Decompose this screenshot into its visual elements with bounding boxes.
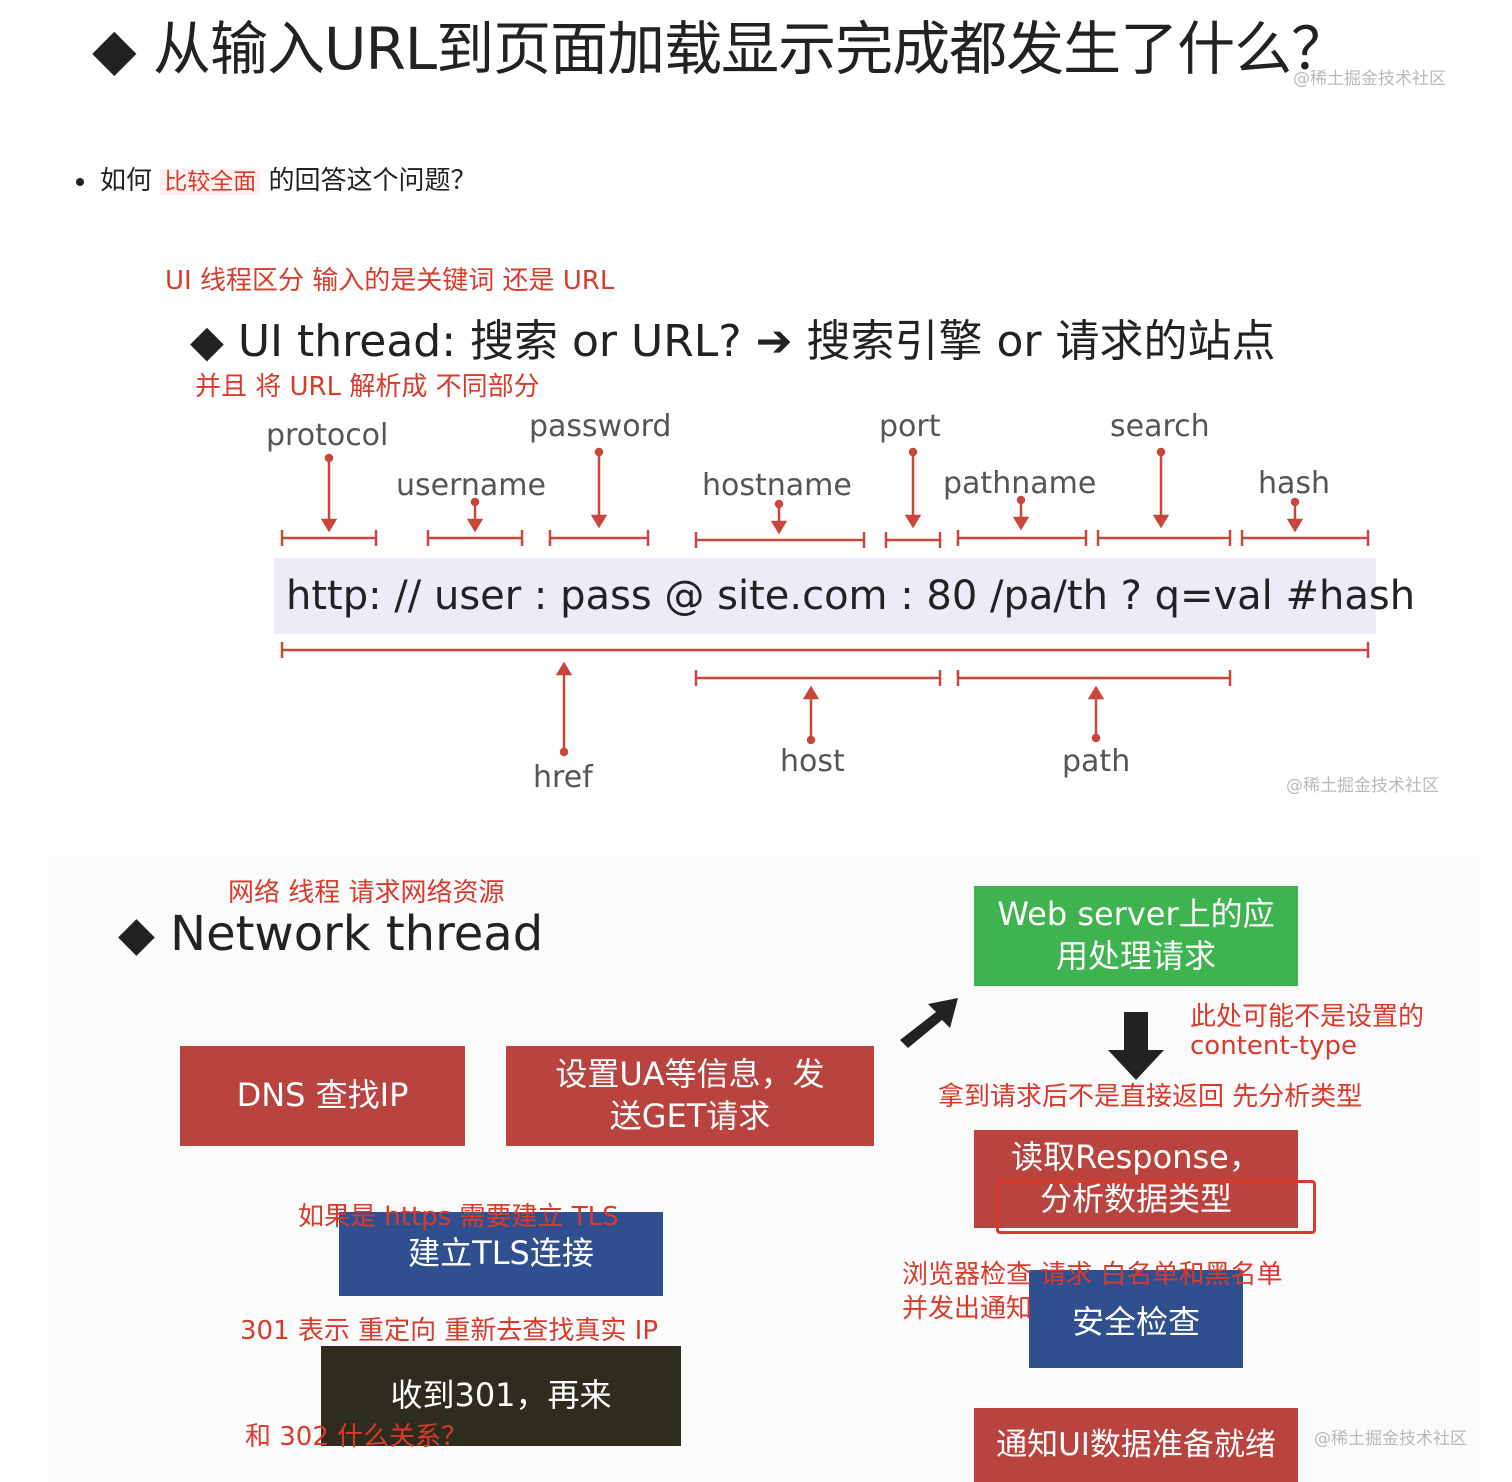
label-search: search [1110,409,1210,444]
question-bullet: 如何 比较全面 的回答这个问题？ [76,160,477,197]
url-example: http: // user : pass @ site.com : 80 /pa… [274,558,1415,634]
browser-check-note-1: 浏览器检查 请求 白名单和黑名单 [902,1260,1283,1290]
security-check-box: 安全检查 [1029,1270,1243,1368]
label-href: href [533,760,593,795]
send-get-line1: 设置UA等信息，发 [555,1055,825,1094]
bullet-dot [76,177,84,186]
watermark-bottom: @稀土掘金技术社区 [1314,1429,1467,1449]
label-path: path [1062,744,1131,779]
watermark-ui: @稀土掘金技术社区 [1286,776,1439,796]
watermark-top: @稀土掘金技术社区 [1293,69,1446,89]
network-note-top: 网络 线程 请求网络资源 [228,878,505,908]
analyze-note: 拿到请求后不是直接返回 先分析类型 [938,1082,1363,1112]
content-type-note-1: 此处可能不是设置的 [1190,1002,1425,1032]
read-response-box: 读取Response， 分析数据类型 [974,1130,1298,1228]
read-response-line1: 读取Response， [1011,1138,1261,1177]
label-username: username [396,468,546,503]
send-get-line2: 送GET请求 [609,1097,771,1135]
web-server-box: Web server上的应 用处理请求 [974,886,1298,986]
ui-note-below: 并且 将 URL 解析成 不同部分 [195,372,540,402]
question-highlight: 比较全面 [160,169,261,195]
label-host: host [780,744,845,779]
label-hostname: hostname [702,468,852,503]
notify-ui-box: 通知UI数据准备就绪 [974,1408,1298,1482]
received-301-box: 收到301，再来 [321,1346,681,1446]
arrow-down-icon [1108,1012,1164,1080]
label-hash: hash [1258,466,1331,501]
label-password: password [529,409,672,444]
redirect-note: 301 表示 重定向 重新去查找真实 IP [240,1316,659,1346]
dns-lookup-label: DNS 查找IP [236,1076,409,1115]
tls-box: 建立TLS连接 [339,1212,663,1296]
network-thread-heading: ◆ Network thread [118,906,544,962]
browser-check-note-2: 并发出通知 [902,1294,1033,1324]
label-pathname: pathname [943,466,1097,501]
security-check-label: 安全检查 [1071,1303,1200,1342]
label-protocol: protocol [266,418,389,453]
ui-thread-heading: ◆ UI thread: 搜索 or URL? ➔ 搜索引擎 or 请求的站点 [190,316,1276,367]
read-response-line2: 分析数据类型 [1039,1180,1232,1218]
web-server-line1: Web server上的应 [997,895,1275,934]
arrow-up-right-icon [900,998,958,1048]
tls-label: 建立TLS连接 [408,1234,594,1273]
dns-lookup-box: DNS 查找IP [180,1046,465,1146]
label-port: port [879,409,941,444]
web-server-line2: 用处理请求 [1055,937,1216,975]
tls-note: 如果是 https 需要建立 TLS [298,1202,619,1232]
redirect-question: 和 302 什么关系？ [245,1422,468,1452]
content-type-note-2: content-type [1190,1031,1358,1061]
analyze-highlight-outline [996,1180,1316,1234]
page-title: ◆ 从输入URL到页面加载显示完成都发生了什么？ [92,15,1349,83]
received-301-label: 收到301，再来 [390,1376,612,1415]
url-parts-diagram [280,447,1370,757]
notify-ui-label: 通知UI数据准备就绪 [996,1426,1276,1463]
question-after: 的回答这个问题？ [268,166,477,196]
ui-note-top: UI 线程区分 输入的是关键词 还是 URL [165,266,615,296]
send-get-box: 设置UA等信息，发 送GET请求 [506,1046,874,1146]
question-before: 如何 [100,166,153,196]
